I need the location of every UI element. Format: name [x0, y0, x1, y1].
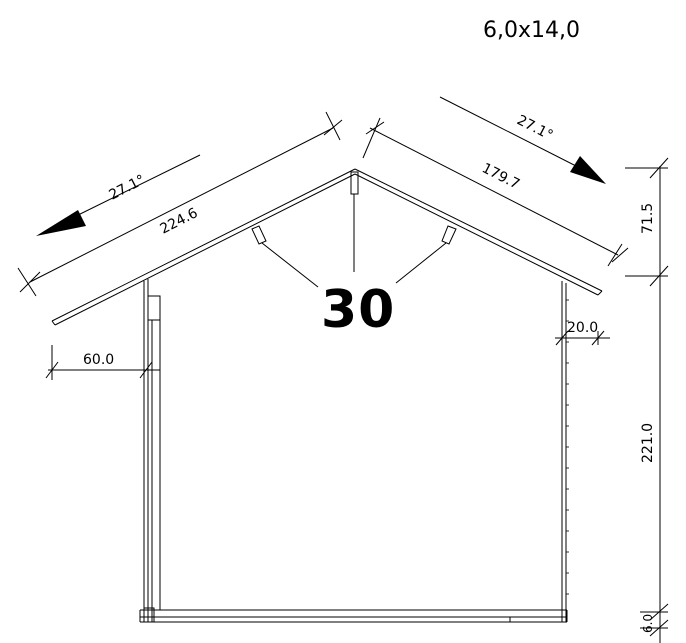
vertical-dimension-chain	[625, 157, 669, 643]
right-roof-rafter	[354, 168, 603, 296]
right-pitch-angle-label: 27.1°	[514, 112, 555, 144]
right-rafter-length-label: 179.7	[479, 160, 522, 192]
left-rafter-length-label: 224.6	[158, 205, 201, 237]
left-rafter-dimension	[17, 111, 343, 297]
floor-thickness-label: 6.0	[641, 614, 655, 633]
right-roof-brace	[395, 225, 457, 284]
ridge-height-label: 71.5	[640, 203, 656, 234]
left-pitch-angle-label: 27.1°	[107, 172, 148, 204]
right-pitch-arrow	[439, 96, 579, 168]
left-roof-brace	[251, 225, 319, 288]
size-label: 6,0x14,0	[483, 18, 580, 43]
left-arrow-head	[36, 210, 86, 236]
wall-height-label: 221.0	[640, 423, 656, 463]
left-pitch-arrow	[69, 154, 201, 220]
right-overhang-label: 20.0	[567, 320, 598, 336]
left-overhang-dimension	[45, 345, 160, 380]
left-overhang-label: 60.0	[83, 352, 114, 368]
left-roof-rafter	[51, 168, 356, 326]
ridge-post	[350, 171, 359, 272]
right-arrow-head	[570, 156, 606, 184]
right-rafter-dimension	[362, 117, 629, 267]
right-overhang-dimension	[555, 330, 610, 346]
floor-base	[139, 607, 568, 623]
model-number: 30	[321, 280, 396, 340]
left-wall	[143, 279, 161, 622]
